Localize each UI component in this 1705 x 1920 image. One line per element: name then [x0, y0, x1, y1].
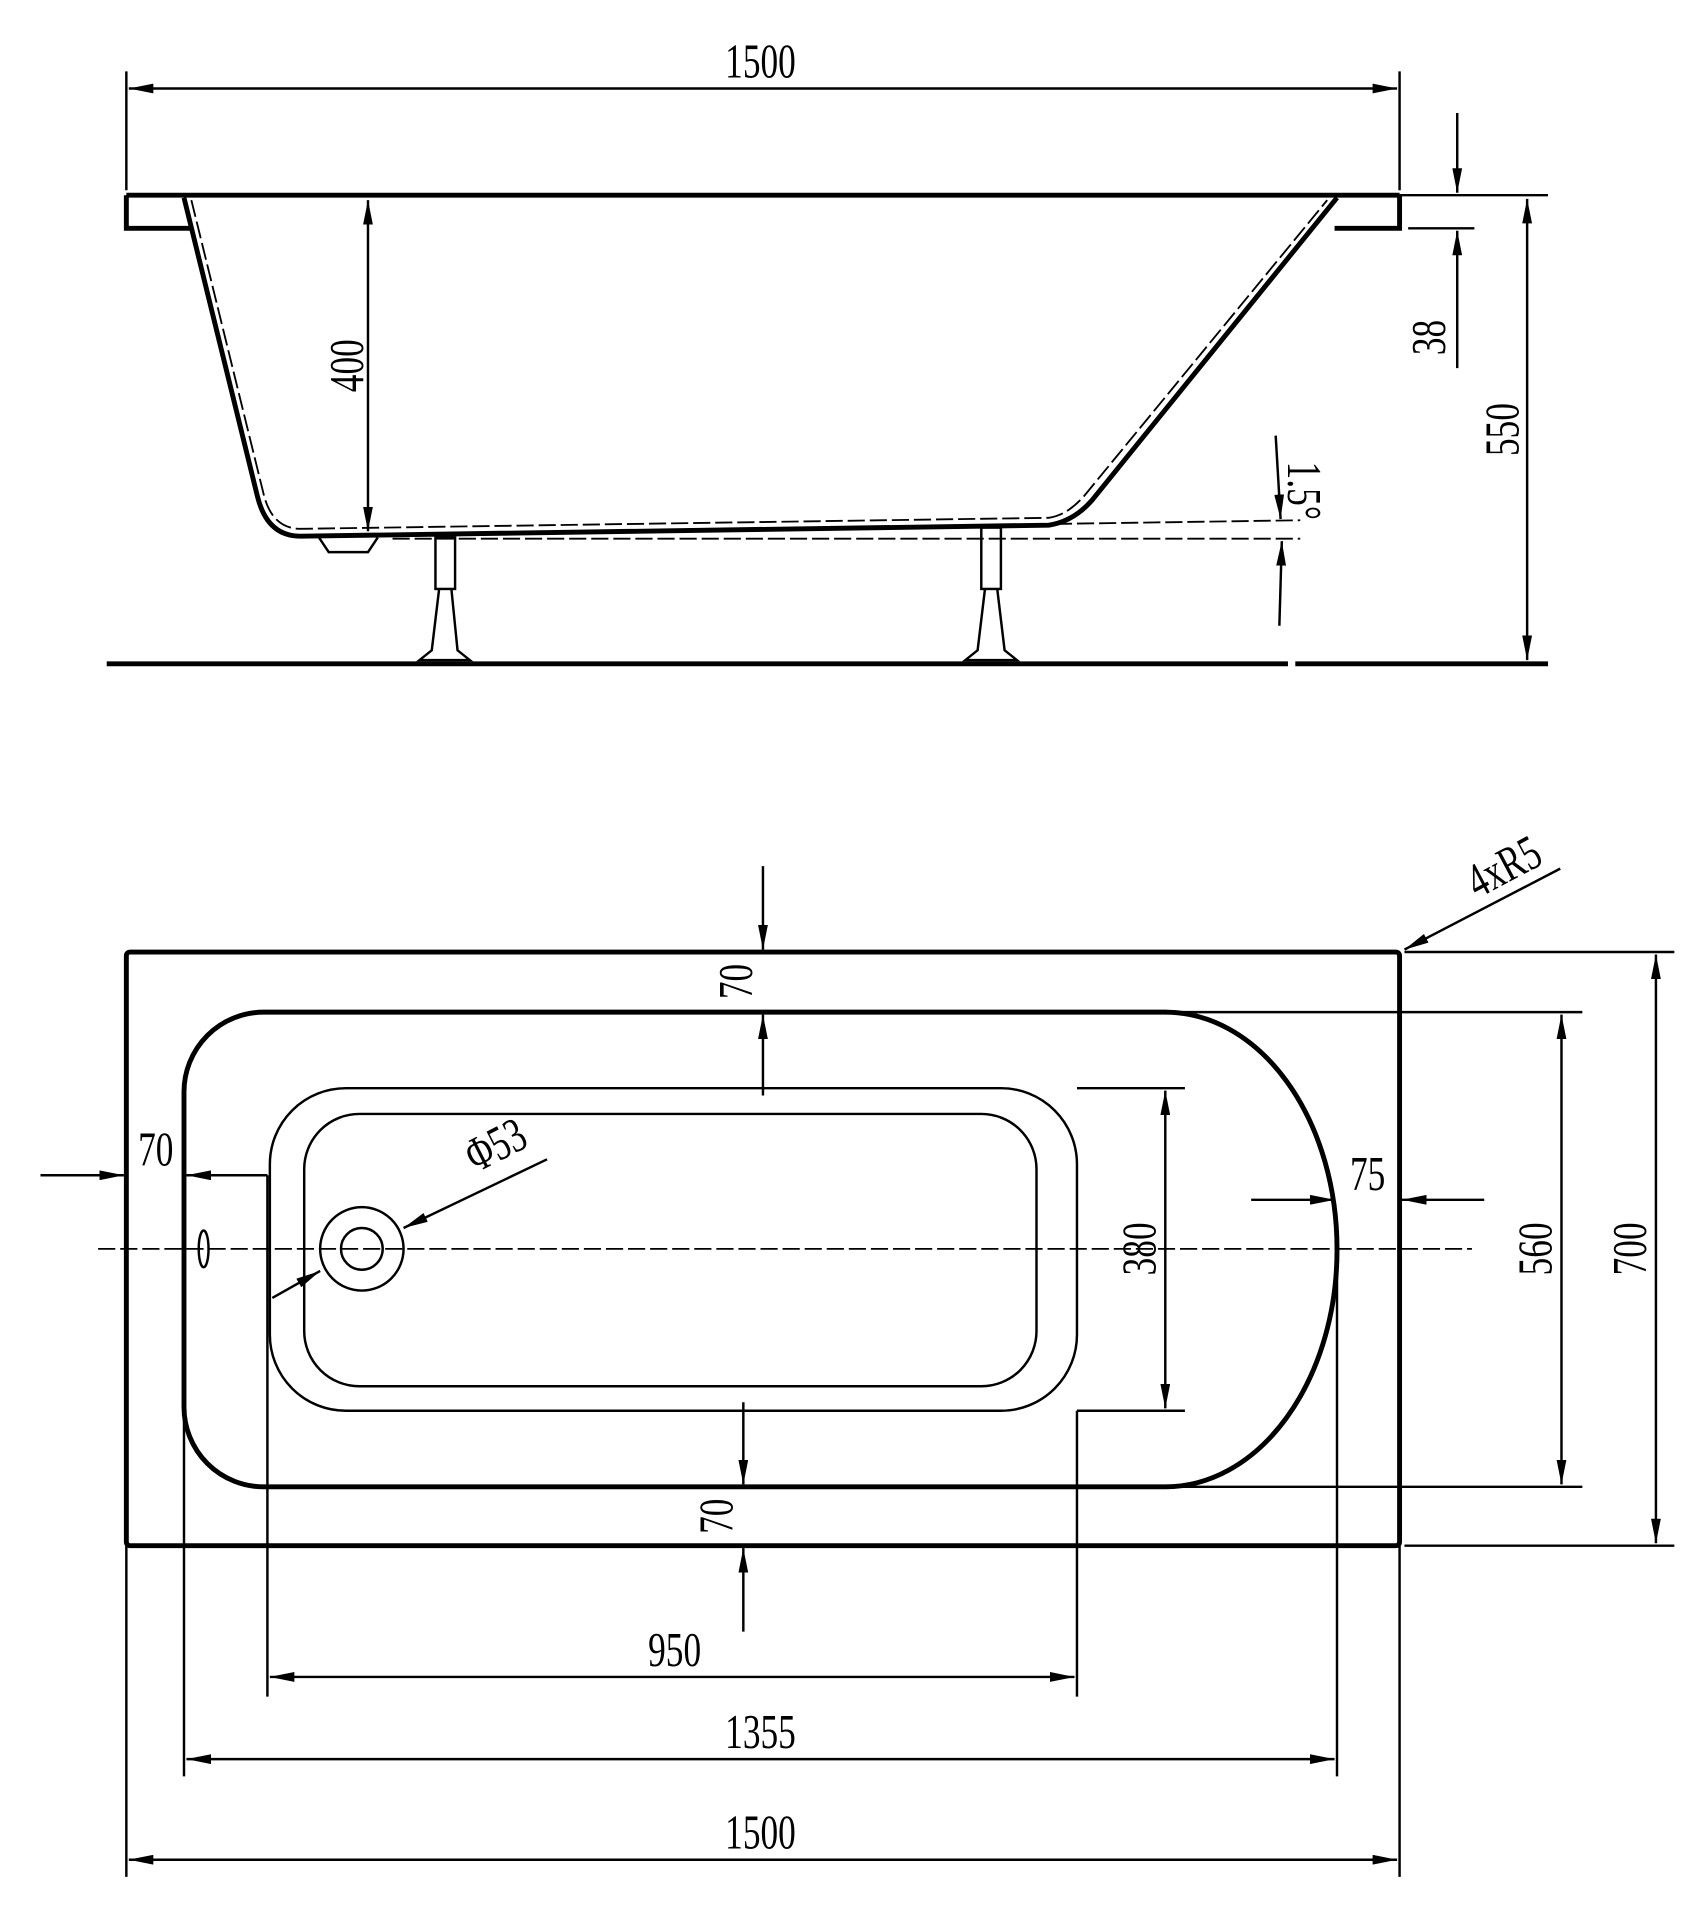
- right-rim-label: 75: [1350, 1148, 1385, 1202]
- corner-radius-label: 4xR5: [1457, 825, 1550, 909]
- inner-depth-label: 400: [321, 339, 375, 392]
- end-rim-label: 70: [138, 1123, 173, 1177]
- side-view: 1500 400 550 38: [106, 35, 1548, 667]
- right-rim: [1334, 195, 1403, 231]
- leg-left: [416, 536, 474, 662]
- drain-outlet: [317, 536, 379, 554]
- sump-width-label: 380: [1113, 1222, 1167, 1275]
- tub-shell: [181, 196, 1339, 539]
- side-length-label: 1500: [725, 35, 796, 89]
- top-rim-label: 70: [709, 964, 763, 999]
- plan-view: 4xR5 70 70 70 75 Φ53 380 560: [40, 825, 1675, 1877]
- total-length-label: 1500: [725, 1806, 796, 1860]
- floor-slope-label: 1.5°: [1276, 462, 1330, 520]
- drain-diameter-label: Φ53: [456, 1108, 535, 1184]
- bottom-rim-label: 70: [690, 1499, 744, 1534]
- total-height-label: 550: [1476, 403, 1530, 456]
- total-width-label: 700: [1604, 1222, 1658, 1275]
- inner-length-label: 1355: [725, 1706, 796, 1760]
- sump-inner: [302, 1112, 1038, 1388]
- rim-thickness-label: 38: [1402, 320, 1456, 355]
- basin-outline: [181, 1009, 1340, 1490]
- inner-width-label: 560: [1509, 1222, 1563, 1275]
- sump-length-label: 950: [648, 1623, 701, 1677]
- leg-right: [961, 526, 1021, 662]
- left-rim: [123, 195, 191, 231]
